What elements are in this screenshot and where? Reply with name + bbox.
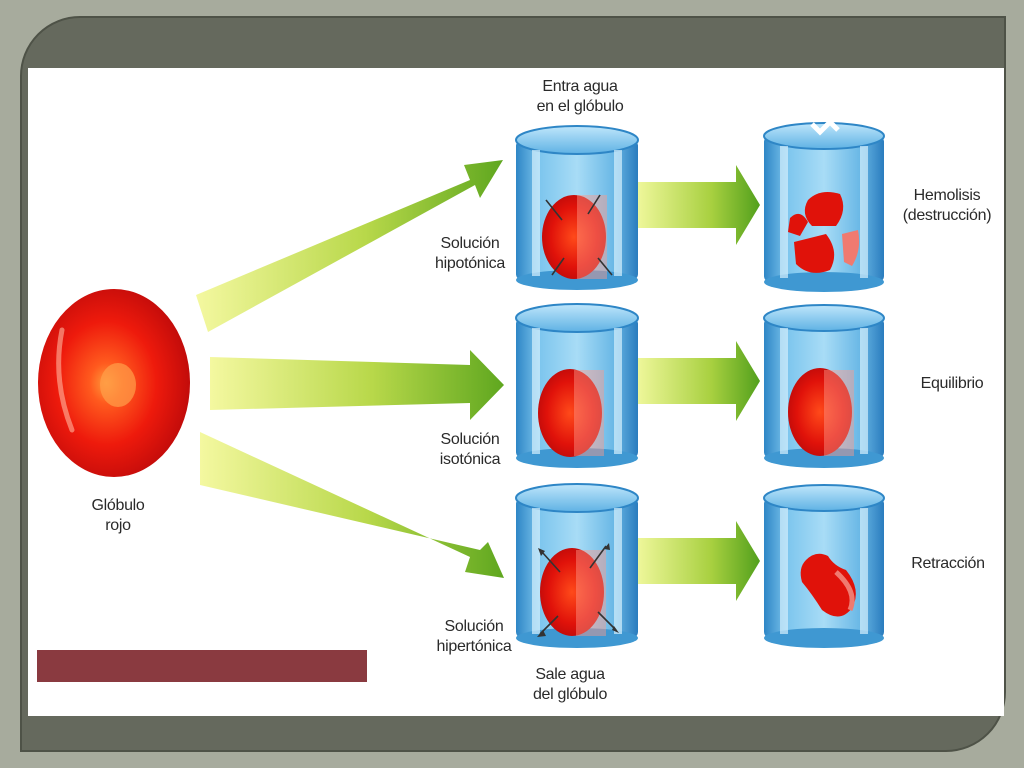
arrow-to-isotonic bbox=[210, 350, 504, 420]
footer-bar bbox=[37, 650, 367, 682]
cell-hypertonic bbox=[537, 543, 619, 637]
retraction-label: Retracción bbox=[911, 555, 985, 572]
hypertonic-label: Solución hipertónica bbox=[436, 618, 512, 655]
arrow-hypotonic-result bbox=[638, 165, 760, 245]
water-leaves-note: Sale agua del glóbulo bbox=[532, 666, 608, 703]
equilibrium-label: Equilibrio bbox=[920, 375, 984, 392]
arrow-isotonic-result bbox=[638, 341, 760, 421]
isotonic-label: Solución isotónica bbox=[439, 431, 501, 468]
hypotonic-label: Solución hipotónica bbox=[435, 235, 505, 272]
arrow-to-hypotonic bbox=[196, 160, 503, 332]
cell-shrunken bbox=[800, 553, 856, 617]
red-cell-label: Glóbulo rojo bbox=[91, 497, 145, 534]
arrow-hypertonic-result bbox=[638, 521, 760, 601]
cell-fragments bbox=[788, 192, 860, 273]
water-enters-note: Entra agua en el glóbulo bbox=[536, 78, 624, 115]
cell-equilibrium bbox=[788, 368, 854, 456]
hemolysis-label: Hemolisis (destrucción) bbox=[902, 187, 992, 224]
cell-isotonic bbox=[538, 369, 604, 457]
red-blood-cell bbox=[38, 289, 190, 477]
arrow-to-hypertonic bbox=[200, 432, 504, 578]
cell-hypotonic bbox=[542, 194, 613, 279]
